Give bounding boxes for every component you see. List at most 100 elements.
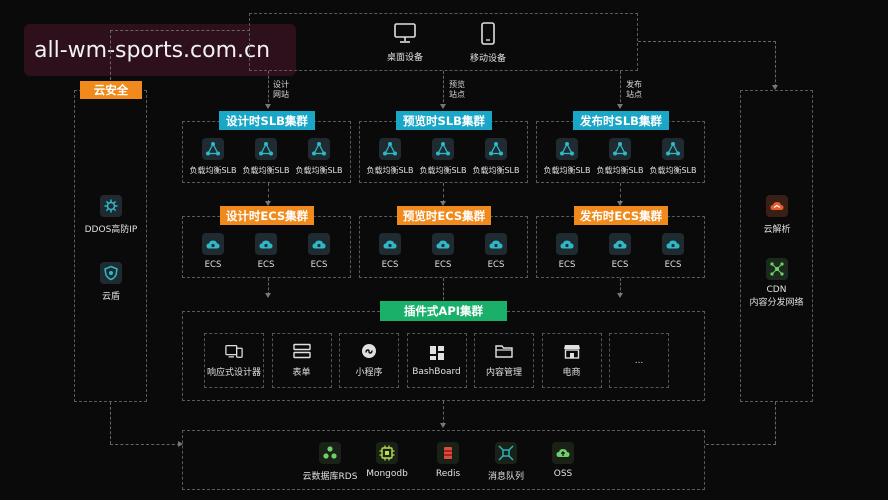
plugin-label: 表单 — [292, 368, 311, 378]
slb-node-label: 负载均衡SLB — [543, 166, 591, 175]
slb-title-publish: 发布时SLB集群 — [573, 111, 669, 130]
cdn-label: CDN — [766, 285, 787, 295]
mongodb-icon — [376, 442, 398, 464]
slb-title-design: 设计时SLB集群 — [219, 111, 315, 130]
ecs-node: ECS — [292, 233, 346, 270]
ecs-node-label: ECS — [257, 260, 275, 270]
slb-node: 负载均衡SLB — [540, 138, 594, 176]
form-icon — [292, 343, 311, 359]
ecs-cloud-icon — [255, 233, 277, 255]
slb-node: 负载均衡SLB — [186, 138, 240, 176]
plugin-label: 小程序 — [355, 368, 383, 378]
storage-queue: 消息队列 — [476, 442, 536, 482]
ecs-node-label: ECS — [487, 260, 505, 270]
slb-node: 负载均衡SLB — [469, 138, 523, 176]
shop-icon — [563, 343, 581, 359]
plugin-label: 响应式设计器 — [206, 368, 261, 378]
site-label-design: 设计网站 — [273, 80, 289, 99]
slb-node: 负载均衡SLB — [593, 138, 647, 176]
slb-icon — [308, 138, 330, 160]
mobile-icon — [481, 22, 495, 45]
redis-icon — [437, 442, 459, 464]
slb-node-label: 负载均衡SLB — [242, 166, 290, 175]
ecs-node: ECS — [186, 233, 240, 270]
slb-node-label: 负载均衡SLB — [472, 166, 520, 175]
plugin-label: 内容管理 — [485, 368, 522, 378]
cdn-node: CDN 内容分发网络 — [740, 258, 813, 308]
slb-node: 负载均衡SLB — [363, 138, 417, 176]
ecs-node-label: ECS — [434, 260, 452, 270]
ecs-node-label: ECS — [204, 260, 222, 270]
plugin-label: 电商 — [562, 368, 581, 378]
ddos-node: DDOS高防IP — [80, 195, 142, 235]
desktop-device: 桌面设备 — [380, 22, 430, 63]
plugin-dashboard: BashBoard — [406, 333, 467, 388]
slb-node-label: 负载均衡SLB — [419, 166, 467, 175]
ecs-node: ECS — [416, 233, 470, 270]
ecs-cloud-icon — [556, 233, 578, 255]
ecs-node-label: ECS — [611, 260, 629, 270]
ecs-node-label: ECS — [558, 260, 576, 270]
ecs-title-design: 设计时ECS集群 — [220, 206, 314, 225]
ecs-title-publish: 发布时ECS集群 — [574, 206, 668, 225]
slb-icon — [556, 138, 578, 160]
storage-label: Mongodb — [366, 469, 408, 479]
slb-node: 负载均衡SLB — [239, 138, 293, 176]
oss-icon — [552, 442, 574, 464]
slb-node-label: 负载均衡SLB — [649, 166, 697, 175]
slb-node-label: 负载均衡SLB — [596, 166, 644, 175]
mobile-device: 移动设备 — [463, 22, 513, 64]
ecs-cloud-icon — [485, 233, 507, 255]
ecs-cloud-icon — [202, 233, 224, 255]
slb-icon — [432, 138, 454, 160]
plugin-folder: 内容管理 — [474, 333, 534, 388]
ddos-label: DDOS高防IP — [84, 225, 138, 235]
watermark: all-wm-sports.com.cn — [24, 24, 296, 76]
storage-label: 云数据库RDS — [302, 472, 358, 482]
responsive-design-icon — [225, 343, 243, 359]
ecs-node: ECS — [593, 233, 647, 270]
ecs-node-label: ECS — [310, 260, 328, 270]
rds-icon — [319, 442, 341, 464]
storage-panel — [182, 430, 705, 490]
cloud-dns-icon — [766, 195, 788, 217]
plugin-mini-program: 小程序 — [339, 333, 399, 388]
plugin-label: BashBoard — [412, 366, 461, 377]
storage-label: 消息队列 — [487, 472, 524, 482]
cloud-shield-node: 云盾 — [80, 262, 142, 302]
devices-box — [249, 13, 638, 71]
cloud-dns-label: 云解析 — [763, 225, 791, 235]
watermark-text: all-wm-sports.com.cn — [34, 37, 271, 63]
ecs-cloud-icon — [662, 233, 684, 255]
slb-node-label: 负载均衡SLB — [295, 166, 343, 175]
slb-icon — [202, 138, 224, 160]
monitor-icon — [394, 23, 416, 43]
site-label-publish: 发布站点 — [626, 80, 642, 99]
ddos-shield-icon — [100, 195, 122, 217]
network-panel — [740, 90, 813, 402]
storage-redis: Redis — [418, 442, 478, 479]
plugin-shop: 电商 — [541, 333, 602, 388]
cdn-label-2: 内容分发网络 — [749, 298, 804, 308]
plugin-label: ... — [634, 355, 644, 366]
security-title: 云安全 — [80, 81, 142, 99]
slb-icon — [662, 138, 684, 160]
ecs-cloud-icon — [432, 233, 454, 255]
device-label: 桌面设备 — [386, 53, 423, 63]
ecs-cloud-icon — [308, 233, 330, 255]
storage-rds: 云数据库RDS — [300, 442, 360, 482]
queue-icon — [495, 442, 517, 464]
folder-icon — [495, 343, 513, 359]
slb-node: 负载均衡SLB — [416, 138, 470, 176]
slb-icon — [609, 138, 631, 160]
ecs-node-label: ECS — [664, 260, 682, 270]
plugin-responsive-design: 响应式设计器 — [204, 333, 264, 388]
storage-mongodb: Mongodb — [357, 442, 417, 479]
ecs-node: ECS — [469, 233, 523, 270]
ecs-node: ECS — [646, 233, 700, 270]
cloud-shield-icon — [100, 262, 122, 284]
site-label-preview: 预览站点 — [449, 80, 465, 99]
slb-icon — [485, 138, 507, 160]
plugin-more: ... — [609, 333, 669, 388]
slb-icon — [379, 138, 401, 160]
